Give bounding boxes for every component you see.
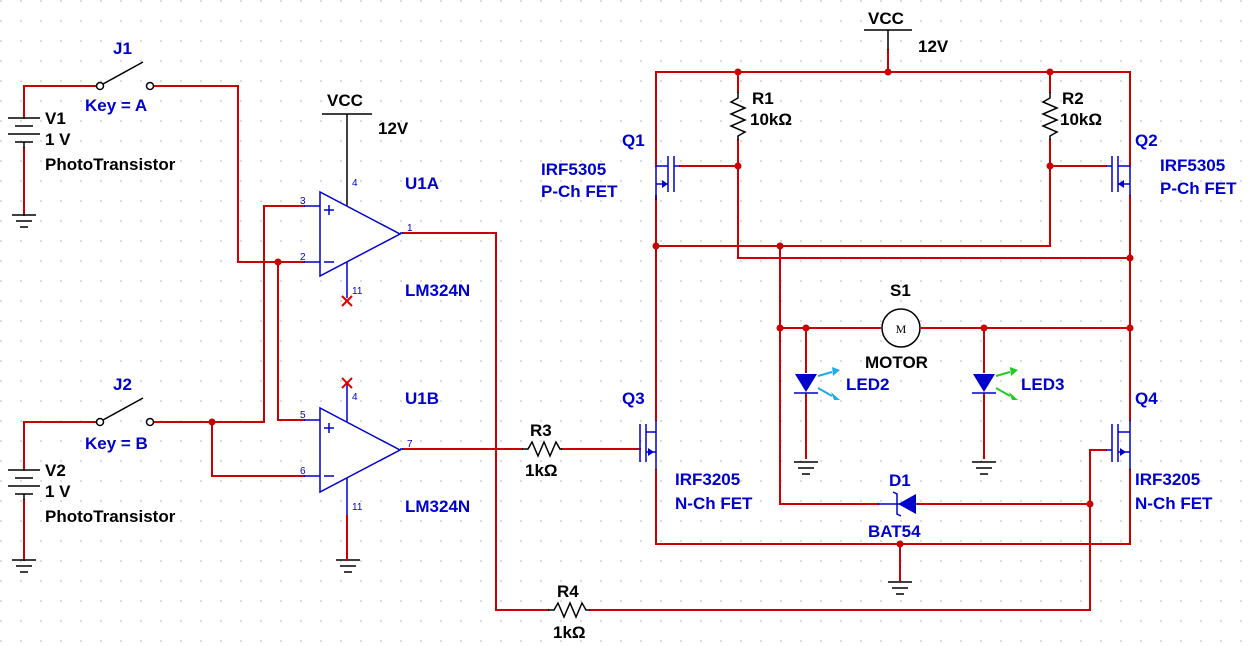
u1b-ref: U1B <box>405 389 439 408</box>
ground-v1-icon <box>12 214 36 228</box>
q3-part: IRF3205 <box>675 470 740 489</box>
q3-ref: Q3 <box>622 389 645 408</box>
d1-part: BAT54 <box>868 522 921 541</box>
vcc-top-name: VCC <box>868 9 904 28</box>
q4-ref: Q4 <box>1135 389 1158 408</box>
r1-value: 10kΩ <box>750 110 792 129</box>
battery-v1-symbol <box>8 117 40 148</box>
resistor-r4-symbol <box>548 601 590 619</box>
ground-led2-icon <box>794 461 818 475</box>
v2-ref: V2 <box>45 461 66 480</box>
r4-value: 1kΩ <box>553 623 586 642</box>
q3-type: N-Ch FET <box>675 494 753 513</box>
opamp-u1a-symbol <box>304 113 403 307</box>
ground-bridge-icon <box>888 581 912 595</box>
v1-value: 1 V <box>45 130 71 149</box>
ground-led3-icon <box>972 461 996 475</box>
q2-ref: Q2 <box>1135 131 1158 150</box>
j2-ref: J2 <box>113 375 132 394</box>
mosfet-q3-symbol <box>639 420 657 470</box>
vcc-top-value: 12V <box>918 37 949 56</box>
q4-part: IRF3205 <box>1135 470 1200 489</box>
led2-ref: LED2 <box>846 375 889 394</box>
u1b-pin-gnd: 11 <box>352 502 363 513</box>
labels: J1 Key = A J2 Key = B V1 1 V PhotoTransi… <box>45 9 1237 642</box>
r3-value: 1kΩ <box>525 461 558 480</box>
q4-type: N-Ch FET <box>1135 494 1213 513</box>
ground-v2-icon <box>12 559 36 573</box>
mosfet-q1-symbol <box>655 156 680 200</box>
mosfet-q2-symbol <box>1106 156 1131 196</box>
led3-symbol <box>972 367 1018 400</box>
motor-ref: S1 <box>890 281 911 300</box>
vcc-opamp-name: VCC <box>327 91 363 110</box>
led2-symbol <box>794 367 840 400</box>
v1-desc: PhotoTransistor <box>45 155 176 174</box>
vcc-top-symbol <box>864 29 912 50</box>
q2-part: IRF5305 <box>1160 156 1225 175</box>
r3-ref: R3 <box>530 421 552 440</box>
motor-s1-symbol: M <box>881 308 921 348</box>
resistor-r3-symbol <box>522 440 562 458</box>
u1b-pin-out: 7 <box>407 439 413 450</box>
v1-ref: V1 <box>45 109 66 128</box>
wires <box>23 49 1131 611</box>
v2-desc: PhotoTransistor <box>45 507 176 526</box>
ground-symbols <box>12 214 996 595</box>
u1b-pin-vcc: 4 <box>352 392 358 403</box>
q1-part: IRF5305 <box>541 160 606 179</box>
u1b-pin-plus: 5 <box>300 410 306 421</box>
q2-type: P-Ch FET <box>1160 179 1237 198</box>
opamp-u1b-symbol <box>304 377 403 561</box>
r4-ref: R4 <box>557 582 579 601</box>
resistor-r1-symbol <box>729 92 747 140</box>
junctions <box>208 68 1134 548</box>
u1a-pin-plus: 3 <box>300 196 306 207</box>
u1b-pin-minus: 6 <box>300 466 306 477</box>
j1-ref: J1 <box>113 39 132 58</box>
r2-value: 10kΩ <box>1060 110 1102 129</box>
motor-label: MOTOR <box>865 353 928 372</box>
resistor-r2-symbol <box>1041 92 1059 140</box>
r2-ref: R2 <box>1062 89 1084 108</box>
u1a-pin-vcc: 4 <box>352 178 358 189</box>
j2-key: Key = B <box>85 434 148 453</box>
q1-type: P-Ch FET <box>541 182 618 201</box>
q1-ref: Q1 <box>622 131 645 150</box>
motor-symbol-letter: M <box>896 322 907 336</box>
u1a-ref: U1A <box>405 174 439 193</box>
u1a-pin-gnd: 11 <box>352 286 363 297</box>
u1a-pin-minus: 2 <box>300 252 306 263</box>
r1-ref: R1 <box>752 89 774 108</box>
diode-d1-symbol <box>878 491 918 517</box>
u1a-part: LM324N <box>405 281 470 300</box>
switch-j1-symbol[interactable] <box>95 61 155 91</box>
u1b-part: LM324N <box>405 497 470 516</box>
v2-value: 1 V <box>45 482 71 501</box>
u1a-pin-out: 1 <box>407 223 413 234</box>
j1-key: Key = A <box>85 96 147 115</box>
d1-ref: D1 <box>889 471 911 490</box>
vcc-opamp-value: 12V <box>378 119 409 138</box>
led3-ref: LED3 <box>1021 375 1064 394</box>
switch-j2-symbol[interactable] <box>95 397 155 427</box>
mosfet-q4-symbol <box>1106 420 1131 470</box>
battery-v2-symbol <box>8 469 40 500</box>
